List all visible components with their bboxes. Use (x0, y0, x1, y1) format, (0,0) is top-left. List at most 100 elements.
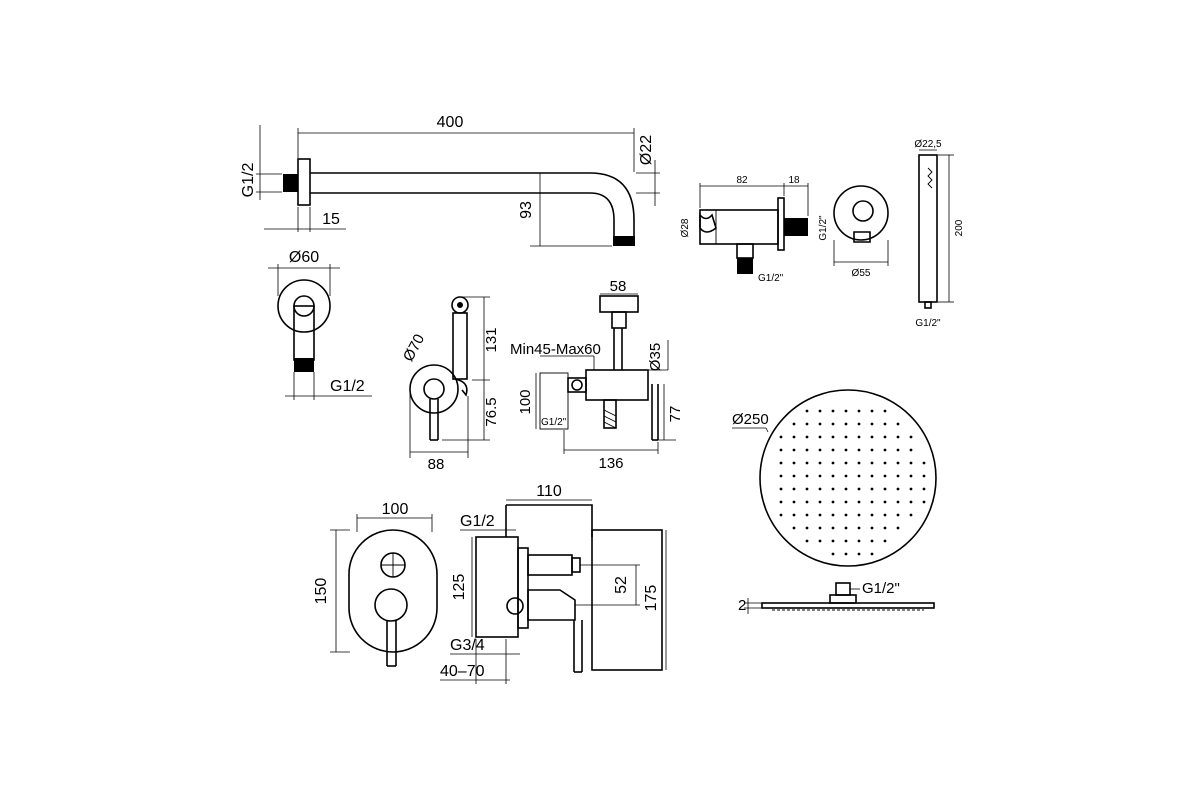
nozzle-dot (857, 474, 861, 478)
nozzle-dot (831, 539, 835, 543)
body-thread-top-label: G1/2 (460, 513, 495, 530)
nozzle-dot (844, 409, 848, 413)
nozzle-dot (922, 461, 926, 465)
body-width-label: 110 (536, 483, 562, 500)
nozzle-dot (792, 487, 796, 491)
bidet-side-view: Ø70 131 76.5 88 (400, 296, 500, 473)
nozzle-dot (844, 539, 848, 543)
showerhead-thickness-label: 2 (738, 597, 746, 614)
nozzle-dot (779, 487, 783, 491)
hand-shower-diameter-label: Ø22,5 (914, 139, 942, 150)
nozzle-dot (844, 552, 848, 556)
nozzle-dot (909, 448, 913, 452)
showerhead-thread-label: G1/2" (862, 580, 900, 597)
nozzle-dot (792, 500, 796, 504)
nozzle-dot (870, 422, 874, 426)
nozzle-dot (883, 526, 887, 530)
nozzle-dot (909, 487, 913, 491)
nozzle-dot (831, 526, 835, 530)
nozzle-dot (831, 487, 835, 491)
arm-flange-view: Ø60 G1/2 (268, 249, 372, 400)
plate-width-label: 100 (382, 501, 409, 518)
bidet-front-width-label: 136 (598, 455, 623, 472)
nozzle-dot (844, 422, 848, 426)
nozzle-dot (844, 448, 848, 452)
nozzle-dot (831, 474, 835, 478)
nozzle-dot (805, 422, 809, 426)
nozzle-dot (818, 487, 822, 491)
nozzle-dot (831, 422, 835, 426)
nozzle-dot (870, 526, 874, 530)
nozzle-dot (844, 487, 848, 491)
nozzle-dot (922, 487, 926, 491)
nozzle-dot (805, 409, 809, 413)
nozzle-dot (883, 448, 887, 452)
nozzle-dot (818, 422, 822, 426)
showerhead-nozzles (779, 409, 926, 556)
nozzle-dot (870, 513, 874, 517)
body-inner-height-label: 125 (451, 574, 468, 601)
showerhead-diameter-label: Ø250 (732, 411, 769, 428)
flange-thread-label: G1/2 (330, 378, 365, 395)
outlet-rosette-dia-label: Ø55 (852, 268, 871, 279)
nozzle-dot (831, 461, 835, 465)
nozzle-dot (883, 513, 887, 517)
nozzle-dot (883, 422, 887, 426)
nozzle-dot (779, 513, 783, 517)
nozzle-dot (909, 513, 913, 517)
nozzle-dot (857, 409, 861, 413)
nozzle-dot (818, 474, 822, 478)
nozzle-dot (870, 539, 874, 543)
mixer-body-view: 110 G1/2 125 52 175 G3/4 40–70 (440, 483, 667, 684)
arm-flange-offset-label: 15 (322, 211, 340, 228)
nozzle-dot (896, 513, 900, 517)
nozzle-dot (883, 500, 887, 504)
bidet-front-thread-label: G1/2" (541, 417, 567, 428)
nozzle-dot (805, 461, 809, 465)
nozzle-dot (857, 500, 861, 504)
bidet-holder-width-label: 58 (610, 278, 627, 295)
nozzle-dot (844, 513, 848, 517)
nozzle-dot (805, 513, 809, 517)
nozzle-dot (870, 487, 874, 491)
nozzle-dot (883, 474, 887, 478)
nozzle-dot (844, 526, 848, 530)
nozzle-dot (779, 435, 783, 439)
nozzle-dot (896, 435, 900, 439)
nozzle-dot (857, 513, 861, 517)
nozzle-dot (922, 500, 926, 504)
nozzle-dot (870, 500, 874, 504)
arm-diameter-label: Ø22 (638, 135, 655, 165)
nozzle-dot (831, 552, 835, 556)
nozzle-dot (857, 526, 861, 530)
bidet-lever-height-label: 76.5 (483, 397, 500, 426)
nozzle-dot (870, 448, 874, 452)
nozzle-dot (896, 526, 900, 530)
hand-shower-view: Ø22,5 200 G1/2" (914, 139, 965, 329)
nozzle-dot (779, 448, 783, 452)
bidet-wall-range-label: Min45-Max60 (510, 341, 601, 358)
nozzle-dot (818, 448, 822, 452)
nozzle-dot (896, 487, 900, 491)
nozzle-dot (792, 435, 796, 439)
nozzle-dot (870, 552, 874, 556)
hand-shower-thread-label: G1/2" (915, 318, 941, 329)
bidet-body-dia-label: Ø35 (647, 343, 664, 371)
hand-shower-length-label: 200 (954, 219, 965, 236)
nozzle-dot (870, 474, 874, 478)
nozzle-dot (870, 435, 874, 439)
nozzle-dot (831, 409, 835, 413)
bidet-lever-label: 77 (667, 406, 684, 423)
nozzle-dot (831, 435, 835, 439)
nozzle-dot (818, 500, 822, 504)
outlet-flange-label: 18 (788, 175, 800, 186)
nozzle-dot (857, 552, 861, 556)
outlet-thread-side-label: G1/2" (818, 215, 829, 241)
body-offset-label: 52 (613, 576, 630, 594)
nozzle-dot (779, 474, 783, 478)
nozzle-dot (896, 474, 900, 478)
nozzle-dot (779, 500, 783, 504)
nozzle-dot (844, 500, 848, 504)
nozzle-dot (896, 500, 900, 504)
